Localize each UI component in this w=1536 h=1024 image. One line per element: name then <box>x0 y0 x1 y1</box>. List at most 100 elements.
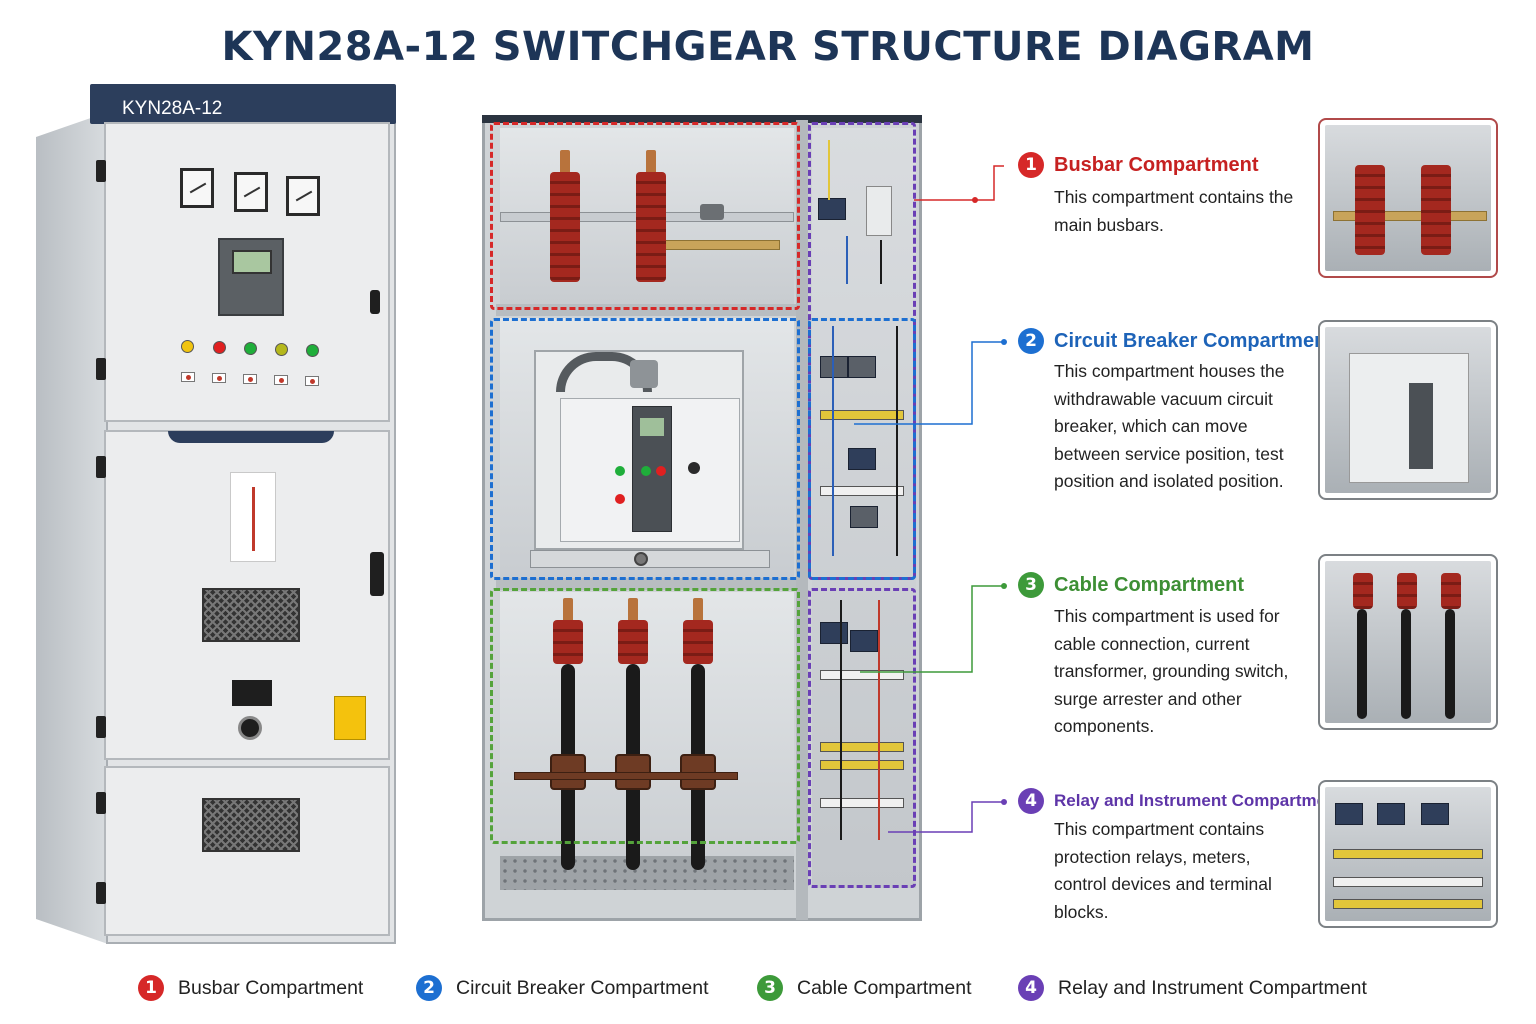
legend-item-cable: 3 Cable Compartment <box>757 975 972 1001</box>
indicator-lamp-green-2-icon <box>306 344 319 357</box>
door-hinge-icon <box>96 160 106 182</box>
thumbnail-insulator <box>1397 573 1417 609</box>
thumbnail-insulator <box>1441 573 1461 609</box>
badge-number: 3 <box>1018 572 1044 598</box>
breaker-display-screen <box>640 418 664 436</box>
leader-line-relay <box>888 801 1004 833</box>
contactor <box>850 506 878 528</box>
ventilation-grille <box>202 798 300 852</box>
busbar-photo-thumbnail <box>1318 118 1498 278</box>
relay-display-screen <box>232 250 272 274</box>
cable-terminal <box>693 598 703 622</box>
badge-number: 2 <box>1018 328 1044 354</box>
protection-relay-unit <box>218 238 284 316</box>
relay-module <box>850 630 878 652</box>
thumbnail-relay-module <box>1335 803 1363 825</box>
leader-dot-cable <box>1001 583 1007 589</box>
thumbnail-terminal-block <box>1333 877 1483 887</box>
status-lamp-red-icon <box>615 494 625 504</box>
terminal-block <box>820 486 904 496</box>
busbar-insulator <box>636 172 666 282</box>
busbar-clamp <box>700 204 724 220</box>
control-wire <box>840 600 842 840</box>
cable-insulator <box>618 620 648 664</box>
cable-zone-outline <box>490 588 800 844</box>
legend-label: Circuit Breaker Compartment <box>456 976 709 999</box>
status-lamp-green-icon <box>615 466 625 476</box>
thumbnail-breaker-panel <box>1409 383 1433 469</box>
busbar-zone-outline <box>490 122 800 310</box>
control-switch-1 <box>181 372 195 382</box>
cable-terminal <box>563 598 573 622</box>
relay-zone-outline-lower <box>808 588 916 888</box>
legend-item-busbar: 1 Busbar Compartment <box>138 975 363 1001</box>
thumbnail-frame <box>1325 327 1491 493</box>
control-switch-3 <box>243 374 257 384</box>
door-lock-icon <box>370 290 380 314</box>
relay-photo-thumbnail <box>1318 780 1498 928</box>
ammeter-gauge-icon <box>180 168 214 208</box>
thumbnail-cable <box>1445 609 1455 719</box>
legend-label: Relay and Instrument Compartment <box>1058 976 1367 999</box>
thumbnail-insulator <box>1421 165 1451 255</box>
caution-label-icon <box>334 696 366 740</box>
warning-plate <box>232 680 272 706</box>
leader-line-busbar <box>914 165 1004 201</box>
legend-label: Cable Compartment <box>797 976 972 999</box>
leader-dot-relay <box>1001 799 1007 805</box>
thumbnail-frame <box>1325 787 1491 921</box>
cable-photo-thumbnail <box>1318 554 1498 730</box>
control-switch-4 <box>274 375 288 385</box>
control-switch-2 <box>212 373 226 383</box>
cable-insulator <box>683 620 713 664</box>
thumbnail-insulator <box>1355 165 1385 255</box>
control-wire <box>896 326 898 556</box>
legend-badge: 3 <box>757 975 783 1001</box>
control-wire <box>846 236 848 284</box>
indicator-lamp-yellow-icon <box>181 340 194 353</box>
busbar-terminal <box>560 150 570 174</box>
busbar-insulator <box>550 172 580 282</box>
control-wire <box>878 600 880 840</box>
thumbnail-relay-module <box>1421 803 1449 825</box>
hose-connector <box>630 360 658 388</box>
voltmeter-gauge-icon <box>234 172 268 212</box>
relay-module <box>818 198 846 220</box>
callout-title: Cable Compartment <box>1054 574 1245 596</box>
power-meter-gauge-icon <box>286 176 320 216</box>
cabinet-floor-plate <box>500 856 794 890</box>
thumbnail-cable <box>1401 609 1411 719</box>
terminal-block <box>820 742 904 752</box>
legend-badge: 2 <box>416 975 442 1001</box>
door-hinge-icon <box>96 792 106 814</box>
badge-number: 1 <box>1018 152 1044 178</box>
cabinet-partition-2 <box>496 578 796 590</box>
callout-description: This compartment is used for cable conne… <box>1054 606 1289 737</box>
thumbnail-relay-module <box>1377 803 1405 825</box>
badge-number: 4 <box>1018 788 1044 814</box>
thumbnail-insulator <box>1353 573 1373 609</box>
callout-title: Busbar Compartment <box>1054 154 1259 176</box>
terminal-block <box>820 410 904 420</box>
door-hinge-icon <box>96 358 106 380</box>
legend-badge: 1 <box>138 975 164 1001</box>
indicator-lamp-red-icon <box>213 341 226 354</box>
callout-title: Relay and Instrument Compartment <box>1054 791 1343 810</box>
door-hinge-icon <box>96 456 106 478</box>
control-switch-5 <box>305 376 319 386</box>
callout-description: This compartment houses the withdrawable… <box>1054 361 1285 492</box>
legend-badge: 4 <box>1018 975 1044 1001</box>
breaker-zone-outline-side <box>808 318 916 580</box>
racking-handle-socket-icon <box>634 552 648 566</box>
legend-item-relay: 4 Relay and Instrument Compartment <box>1018 975 1367 1001</box>
callout-title: Circuit Breaker Compartment <box>1054 330 1333 352</box>
cabinet-roof <box>482 115 922 123</box>
ventilation-grille <box>202 588 300 642</box>
thumbnail-terminal-block <box>1333 849 1483 859</box>
mimic-diagram-label <box>230 472 276 562</box>
door-hinge-icon <box>96 882 106 904</box>
page-title: KYN28A-12 SWITCHGEAR STRUCTURE DIAGRAM <box>221 24 1315 70</box>
control-wire <box>828 140 830 200</box>
breaker-close-button-icon <box>641 466 651 476</box>
thumbnail-busbar <box>1333 211 1487 221</box>
